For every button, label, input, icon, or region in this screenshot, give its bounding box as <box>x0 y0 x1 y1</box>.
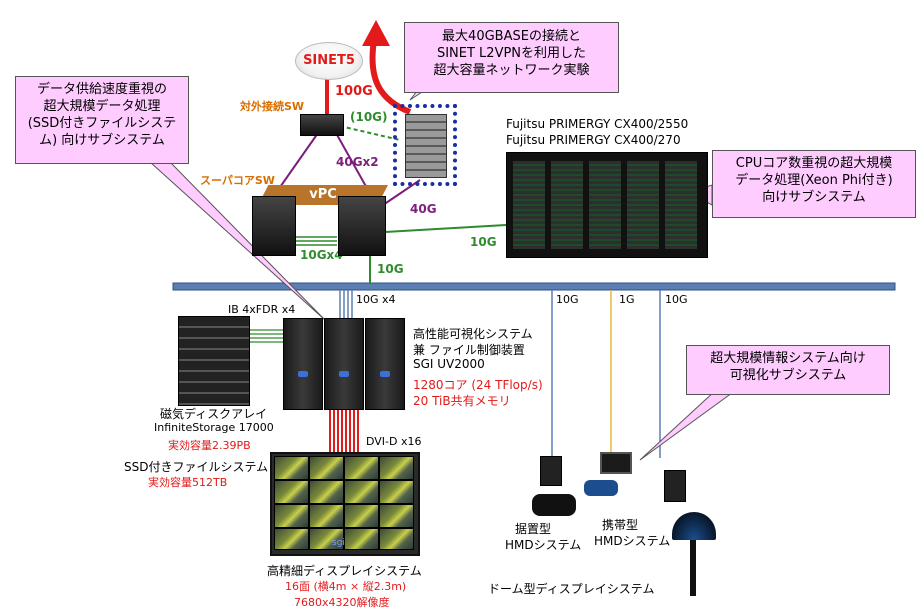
label-external-sw: 対外接続SW <box>240 100 305 113</box>
external-switch <box>300 114 344 136</box>
dvi-bundle <box>329 408 359 452</box>
hmd-portable-2: HMDシステム <box>594 534 671 548</box>
display-size: 16面 (横4m × 縦2.3m) <box>285 580 407 593</box>
label-40gx2: 40Gx2 <box>336 155 379 169</box>
link-10g-dotted <box>339 125 401 141</box>
disk-title: 磁気ディスクアレイ <box>160 407 268 421</box>
dome-label: ドーム型ディスプレイシステム <box>488 582 655 596</box>
dome-stand-icon <box>690 540 696 596</box>
label-10g-paren: (10G) <box>350 110 388 124</box>
disk-array <box>178 316 250 406</box>
backbone-bus <box>172 282 896 291</box>
callout-network-experiment: 最大40GBASEの接続と SINET L2VPNを利用した 超大容量ネットワー… <box>404 22 619 93</box>
uv2000-rack-3 <box>365 318 405 410</box>
hmd-fixed-1: 据置型 <box>515 522 552 536</box>
uv-cores: 1280コア (24 TFlop/s) <box>413 378 543 392</box>
callout-visualization-subsystem: 超大規模情報システム向け 可視化サブシステム <box>686 345 890 395</box>
uv-line-3: SGI UV2000 <box>413 357 485 371</box>
pc-dome <box>664 470 686 502</box>
fujitsu-cluster <box>506 152 708 258</box>
label-10gx4-core: 10Gx4 <box>300 248 343 262</box>
label-10g-drop-b: 10G <box>665 293 688 306</box>
hmd-fixed-2: HMDシステム <box>505 538 582 552</box>
tiled-display: sgi <box>270 452 420 556</box>
label-1g-drop: 1G <box>619 293 635 306</box>
fujitsu-model-1: Fujitsu PRIMERGY CX400/2550 <box>506 117 689 131</box>
label-super-core-sw: スーパコアSW <box>200 174 275 187</box>
label-10g-core-bus: 10G <box>377 262 404 276</box>
callout-ssd-subsystem: データ供給速度重視の 超大規模データ処理 (SSD付きファイルシステ ム) 向け… <box>15 76 189 164</box>
core-switch-right <box>338 196 386 256</box>
red-arrow-path <box>369 39 412 115</box>
laptop-portable-hmd <box>600 452 632 474</box>
ssd-title: SSD付きファイルシステム <box>124 460 269 474</box>
label-40g: 40G <box>410 202 437 216</box>
ssd-capacity: 実効容量512TB <box>148 476 228 489</box>
label-dvi: DVI-D x16 <box>366 435 422 448</box>
callout-xeon-phi-subsystem: CPUコア数重視の超大規模 データ処理(Xeon Phi付き) 向けサブシステム <box>712 150 916 218</box>
fujitsu-model-2: Fujitsu PRIMERGY CX400/270 <box>506 133 681 147</box>
disk-model: InfiniteStorage 17000 <box>154 421 274 434</box>
callout-pointer-bottom-right <box>639 389 738 461</box>
red-arrow-head <box>362 20 390 46</box>
label-10gx4-uv: 10G x4 <box>356 293 396 306</box>
uv-memory: 20 TiB共有メモリ <box>413 394 511 408</box>
dome-display-icon <box>672 512 716 540</box>
label-100g: 100G <box>335 84 373 99</box>
sinet5-cloud: SINET5 <box>295 42 363 80</box>
uv-line-1: 高性能可視化システム <box>413 327 533 341</box>
headset-portable-icon <box>584 480 618 496</box>
label-10g-cluster: 10G <box>470 235 497 249</box>
headset-fixed-icon <box>532 494 576 516</box>
core-switch-left <box>252 196 296 256</box>
label-10g-drop-a: 10G <box>556 293 579 306</box>
display-title: 高精細ディスプレイシステム <box>267 564 422 578</box>
display-resolution: 7680x4320解像度 <box>294 596 390 609</box>
uv2000-rack-1 <box>283 318 323 410</box>
uv-line-2: 兼 ファイル制御装置 <box>413 343 525 357</box>
disk-capacity: 実効容量2.39PB <box>168 439 251 452</box>
uv2000-rack-2 <box>324 318 364 410</box>
label-ib: IB 4xFDR x4 <box>228 303 296 316</box>
display-logo: sgi <box>332 538 345 548</box>
hmd-portable-1: 携帯型 <box>602 518 639 532</box>
router-40gbase <box>393 104 457 186</box>
pc-fixed-hmd <box>540 456 562 486</box>
